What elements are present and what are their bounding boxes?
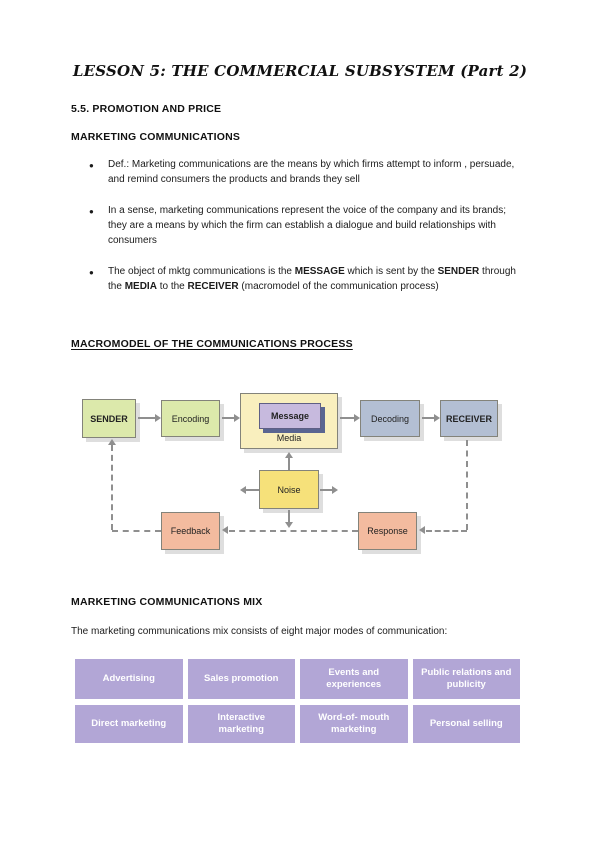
mode-cell-sales-promotion: Sales promotion (187, 659, 295, 699)
arrow-noise-left (246, 489, 259, 491)
arrowhead-right-icon (155, 414, 161, 422)
diagram-label-media: Media (276, 433, 302, 443)
bullet-icon: ● (89, 161, 94, 170)
arrowhead-right-icon (234, 414, 240, 422)
arrowhead-left-icon (222, 526, 228, 534)
bullet-text-segment: to the (156, 281, 188, 292)
arrowhead-left-icon (240, 486, 246, 494)
bullet-list: ● Def.: Marketing communications are the… (89, 157, 527, 310)
bullet-text-segment: which is sent by the (344, 266, 438, 277)
diagram-node-encoding: Encoding (161, 400, 220, 437)
arrow-noise-down (288, 510, 290, 522)
arrowhead-up-icon (285, 452, 293, 458)
arrow-decoding-to-receiver (422, 417, 434, 419)
bullet-text-segment: through the (108, 266, 516, 292)
bold-term-sender: SENDER (437, 266, 480, 277)
heading-marketing-communications: MARKETING COMMUNICATIONS (71, 131, 241, 143)
bold-term-receiver: RECEIVER (187, 281, 239, 292)
diagram-node-response: Response (358, 512, 417, 550)
bullet-item-definition: ● Def.: Marketing communications are the… (89, 157, 527, 187)
arrow-noise-to-media (288, 458, 290, 470)
dashed-line-feedback-to-sender (111, 445, 113, 530)
arrowhead-right-icon (434, 414, 440, 422)
mode-cell-word-of-mouth: Word-of- mouth marketing (300, 705, 408, 743)
bullet-text: The object of mktg communications is the… (108, 264, 527, 294)
bold-term-message: MESSAGE (294, 266, 345, 277)
bullet-text: In a sense, marketing communications rep… (108, 205, 506, 246)
bold-term-media: MEDIA (124, 281, 157, 292)
arrow-media-to-decoding (340, 417, 354, 419)
heading-promotion-and-price: 5.5. PROMOTION AND PRICE (71, 103, 222, 115)
diagram-node-decoding: Decoding (360, 400, 420, 437)
mode-cell-interactive-marketing: Interactive marketing (187, 705, 295, 743)
arrowhead-left-icon (419, 526, 425, 534)
page-title: LESSON 5: THE COMMERCIAL SUBSYSTEM (Part… (72, 62, 528, 80)
heading-marketing-communications-mix: MARKETING COMMUNICATIONS MIX (71, 596, 263, 608)
mode-cell-public-relations: Public relations and publicity (412, 659, 520, 699)
bullet-text: Def.: Marketing communications are the m… (108, 159, 515, 185)
dashed-line-response-to-feedback (229, 530, 358, 532)
bullet-icon: ● (89, 268, 94, 277)
bullet-icon: ● (89, 207, 94, 216)
mode-cell-personal-selling: Personal selling (412, 705, 520, 743)
dashed-line-receiver-down (466, 440, 468, 530)
mode-cell-direct-marketing: Direct marketing (75, 705, 183, 743)
diagram-node-feedback: Feedback (161, 512, 220, 550)
diagram-node-message: Message (259, 403, 321, 429)
mix-intro-text: The marketing communications mix consist… (71, 626, 448, 637)
bullet-item-message: ● The object of mktg communications is t… (89, 264, 527, 294)
diagram-node-noise: Noise (259, 470, 319, 509)
bullet-text-segment: The object of mktg communications is the (108, 266, 295, 277)
dashed-line-feedback-left (112, 530, 161, 532)
arrowhead-right-icon (354, 414, 360, 422)
communication-modes-grid: Advertising Sales promotion Events and e… (75, 659, 520, 743)
diagram-node-receiver: RECEIVER (440, 400, 498, 437)
mode-cell-advertising: Advertising (75, 659, 183, 699)
dashed-line-receiver-to-response (426, 530, 467, 532)
arrow-encoding-to-media (222, 417, 234, 419)
arrow-sender-to-encoding (138, 417, 155, 419)
bullet-text-segment: (macromodel of the communication process… (238, 281, 439, 292)
arrow-noise-right (320, 489, 332, 491)
diagram-node-sender: SENDER (82, 399, 136, 438)
arrowhead-down-icon (285, 522, 293, 528)
bullet-item-voice: ● In a sense, marketing communications r… (89, 203, 527, 248)
arrowhead-up-icon (108, 439, 116, 445)
arrowhead-right-icon (332, 486, 338, 494)
mode-cell-events-experiences: Events and experiences (300, 659, 408, 699)
heading-macromodel: MACROMODEL OF THE COMMUNICATIONS PROCESS (71, 338, 353, 350)
